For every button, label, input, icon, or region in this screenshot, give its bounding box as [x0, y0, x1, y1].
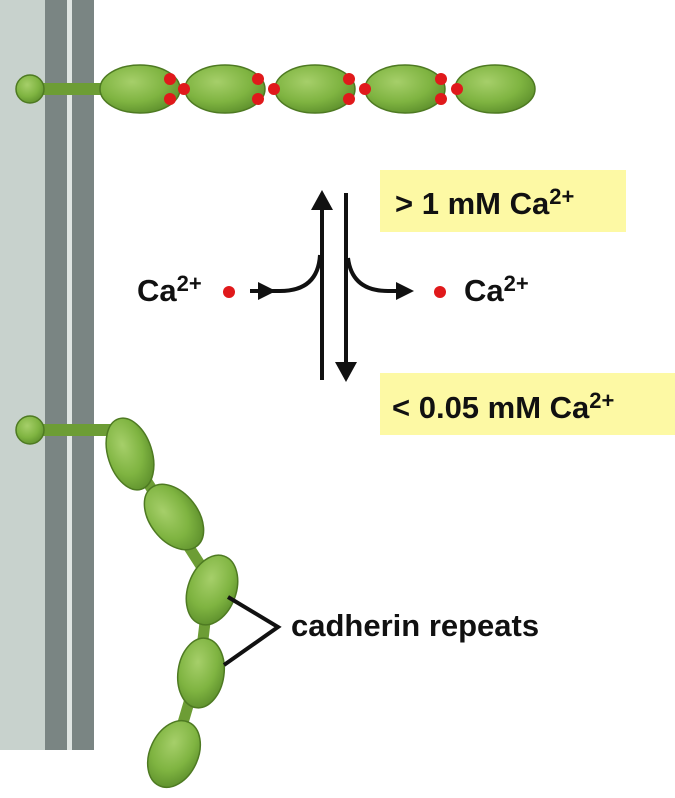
membrane-leaflet-inner: [45, 0, 67, 750]
calcium-ion: [451, 83, 463, 95]
high-calcium-callout: > 1 mM Ca2+: [380, 170, 626, 232]
callout-box: [380, 170, 626, 232]
calcium-ion: [343, 73, 355, 85]
calcium-ion: [268, 83, 280, 95]
down-arrow-head: [335, 362, 357, 382]
calcium-out-path: [346, 257, 402, 293]
cadherin-repeat-2: [184, 64, 266, 114]
bound-calcium-ions: [164, 73, 463, 105]
calcium-ion: [343, 93, 355, 105]
cadherin-repeat-3: [185, 554, 239, 626]
membrane-core: [67, 0, 72, 750]
low-calcium-label: < 0.05 mM Ca2+: [392, 388, 614, 425]
calcium-label-left: Ca2+: [137, 271, 202, 308]
calcium-ion: [434, 286, 446, 298]
cell-membrane: [0, 0, 94, 750]
calcium-ion: [252, 73, 264, 85]
cadherin-repeat-4: [176, 637, 226, 709]
callout-box: [380, 373, 675, 435]
calcium-ion: [435, 93, 447, 105]
calcium-in-path: [250, 254, 322, 293]
up-arrow-head: [311, 190, 333, 210]
calcium-ion: [178, 83, 190, 95]
cadherin-floppy: [15, 415, 239, 789]
high-calcium-label: > 1 mM Ca2+: [395, 184, 574, 221]
cadherin-rigid: [15, 64, 536, 114]
cadherin-anchor: [15, 415, 45, 445]
cadherin-repeat-1: [99, 64, 181, 114]
calcium-ion: [164, 73, 176, 85]
cadherin-repeat-1: [105, 417, 155, 491]
calcium-out-arrowhead: [396, 282, 414, 300]
low-calcium-callout: < 0.05 mM Ca2+: [380, 373, 675, 435]
repeats-callout: cadherin repeats: [222, 595, 539, 667]
repeats-label: cadherin repeats: [291, 608, 539, 643]
equilibrium-arrows: [250, 190, 414, 382]
calcium-ion: [435, 73, 447, 85]
cytoplasm-region: [0, 0, 45, 750]
calcium-label-right: Ca2+: [464, 271, 529, 308]
calcium-ion: [359, 83, 371, 95]
repeats-bracket: [222, 595, 282, 667]
cadherin-repeat-5: [454, 64, 536, 114]
calcium-ion: [252, 93, 264, 105]
cadherin-repeat-5: [146, 719, 202, 789]
free-calcium-left: Ca2+: [137, 271, 235, 308]
calcium-in-arrowhead: [258, 282, 276, 300]
membrane-leaflet-outer: [72, 0, 94, 750]
cadherin-repeat-4: [364, 64, 446, 114]
cadherin-repeat-3: [274, 64, 356, 114]
cadherin-anchor: [15, 74, 45, 104]
calcium-ion: [223, 286, 235, 298]
cadherin-repeat-2: [143, 483, 205, 551]
free-calcium-right: Ca2+: [434, 271, 529, 308]
calcium-ion: [164, 93, 176, 105]
